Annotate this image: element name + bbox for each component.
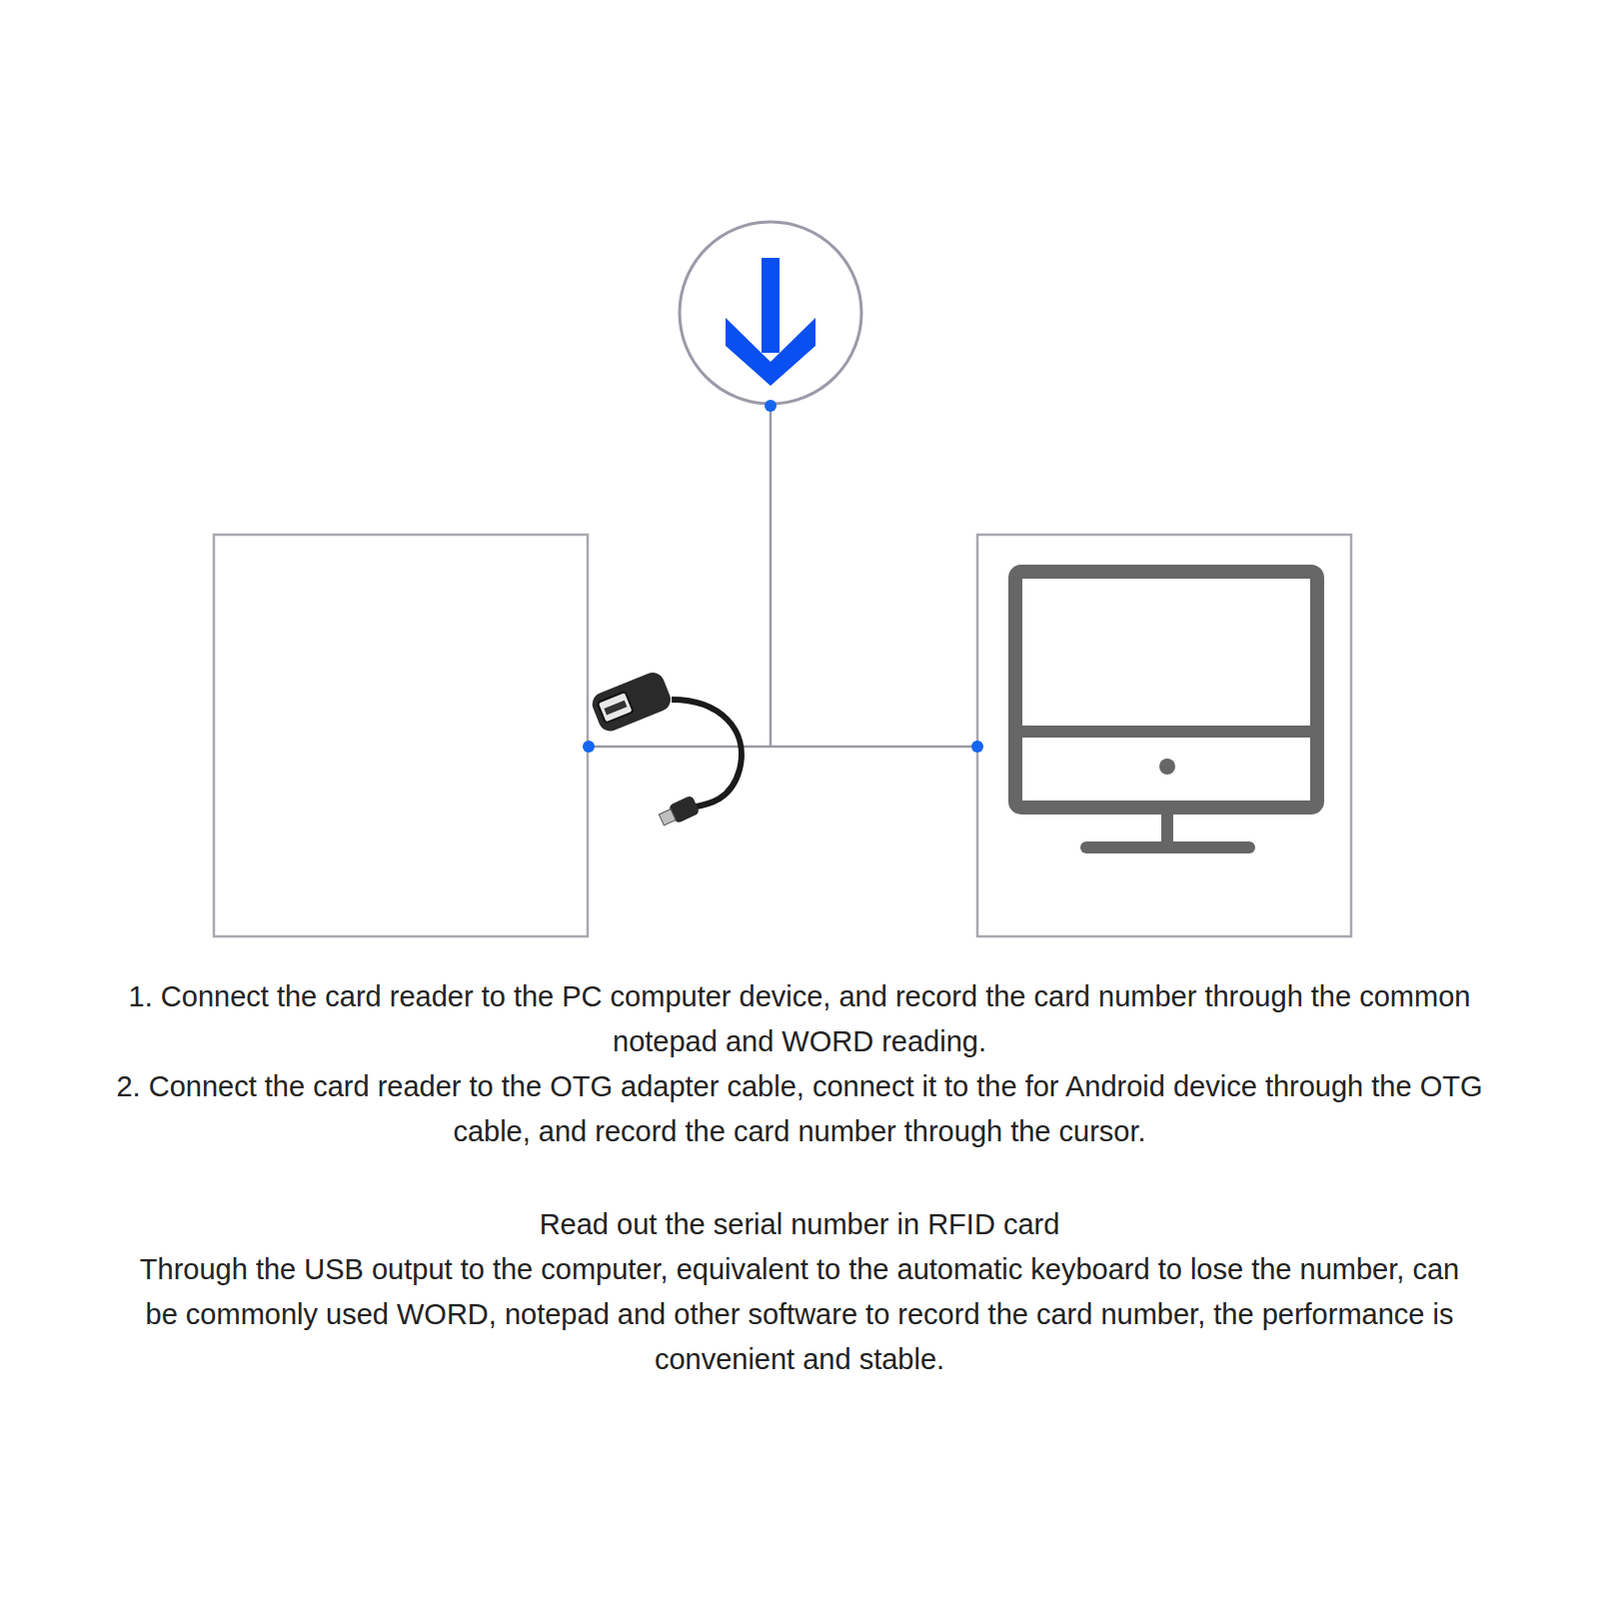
otg-cable <box>671 699 742 808</box>
arrow-head <box>725 317 816 386</box>
text-column: 1. Connect the card reader to the PC com… <box>99 974 1500 1383</box>
note-text: 1. Connect the card reader to the PC com… <box>99 974 1500 1065</box>
image-frame <box>213 534 588 937</box>
micro-usb-plug <box>657 794 701 829</box>
leader-line <box>769 405 773 747</box>
leader-line <box>588 745 978 749</box>
connection-dot <box>582 740 595 753</box>
arrow-shaft <box>761 257 780 353</box>
usb-a-female-connector <box>588 668 674 735</box>
section-heading: Read out the serial number in RFID card <box>99 1202 1500 1248</box>
image-frame <box>977 534 1352 937</box>
connection-dot <box>971 740 984 753</box>
connection-dot <box>764 399 777 412</box>
note-text: Through the USB output to the computer, … <box>129 1247 1470 1383</box>
note-text: 2. Connect the card reader to the OTG ad… <box>99 1064 1500 1155</box>
download-circle <box>679 221 862 404</box>
monitor-icon <box>1015 571 1318 848</box>
